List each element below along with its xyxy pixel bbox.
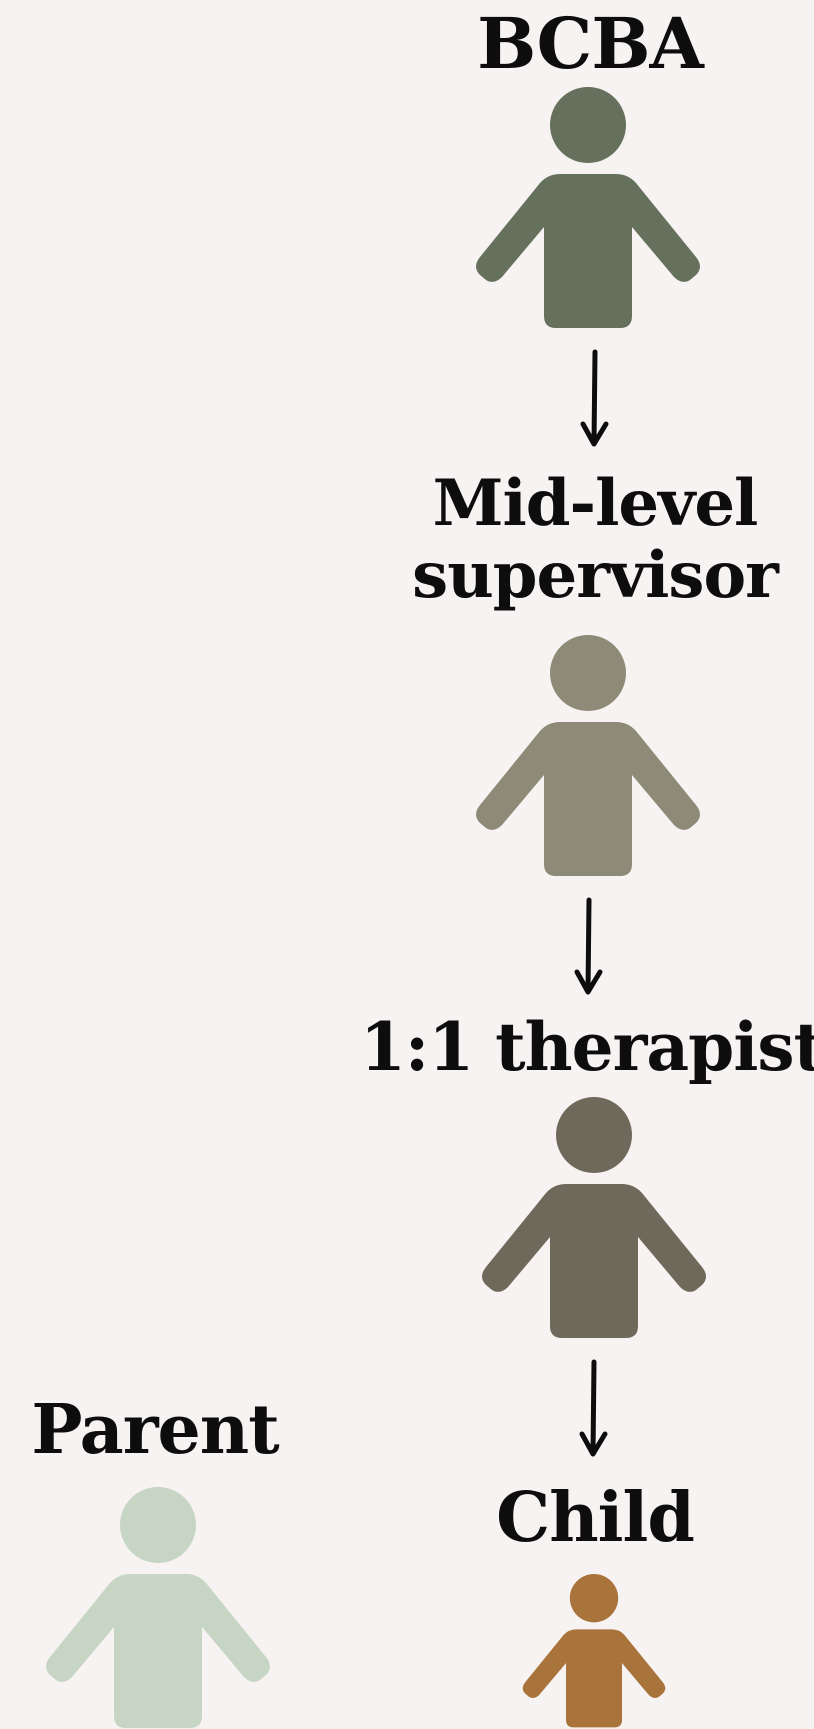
therapist-person-icon [482,1097,706,1338]
bcba-label: BCBA [477,2,704,85]
child-label: Child [496,1478,695,1558]
mid-level-supervisor-label: Mid-level supervisor [412,466,779,613]
therapist-label: 1:1 therapist [360,1008,814,1086]
bcba-person-icon [476,87,700,328]
mid-level-supervisor-person-icon [476,635,700,876]
parent-person-icon [46,1487,270,1728]
arrow-therapist-to-child [579,1359,608,1457]
parent-label: Parent [31,1390,279,1470]
arrow-mid-level-supervisor-to-therapist [574,897,603,995]
child-person-icon [522,1574,666,1728]
arrow-bcba-to-mid-level-supervisor [580,349,609,447]
